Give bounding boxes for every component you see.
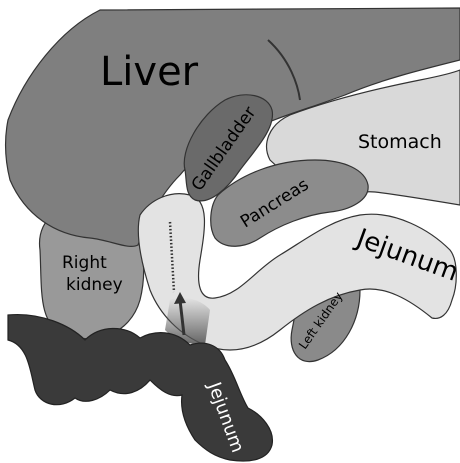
right-kidney-label-line2: kidney (66, 275, 123, 295)
stomach-label: Stomach (358, 131, 442, 153)
right-kidney-label-line1: Right (62, 253, 107, 273)
liver-label: Liver (100, 49, 199, 95)
